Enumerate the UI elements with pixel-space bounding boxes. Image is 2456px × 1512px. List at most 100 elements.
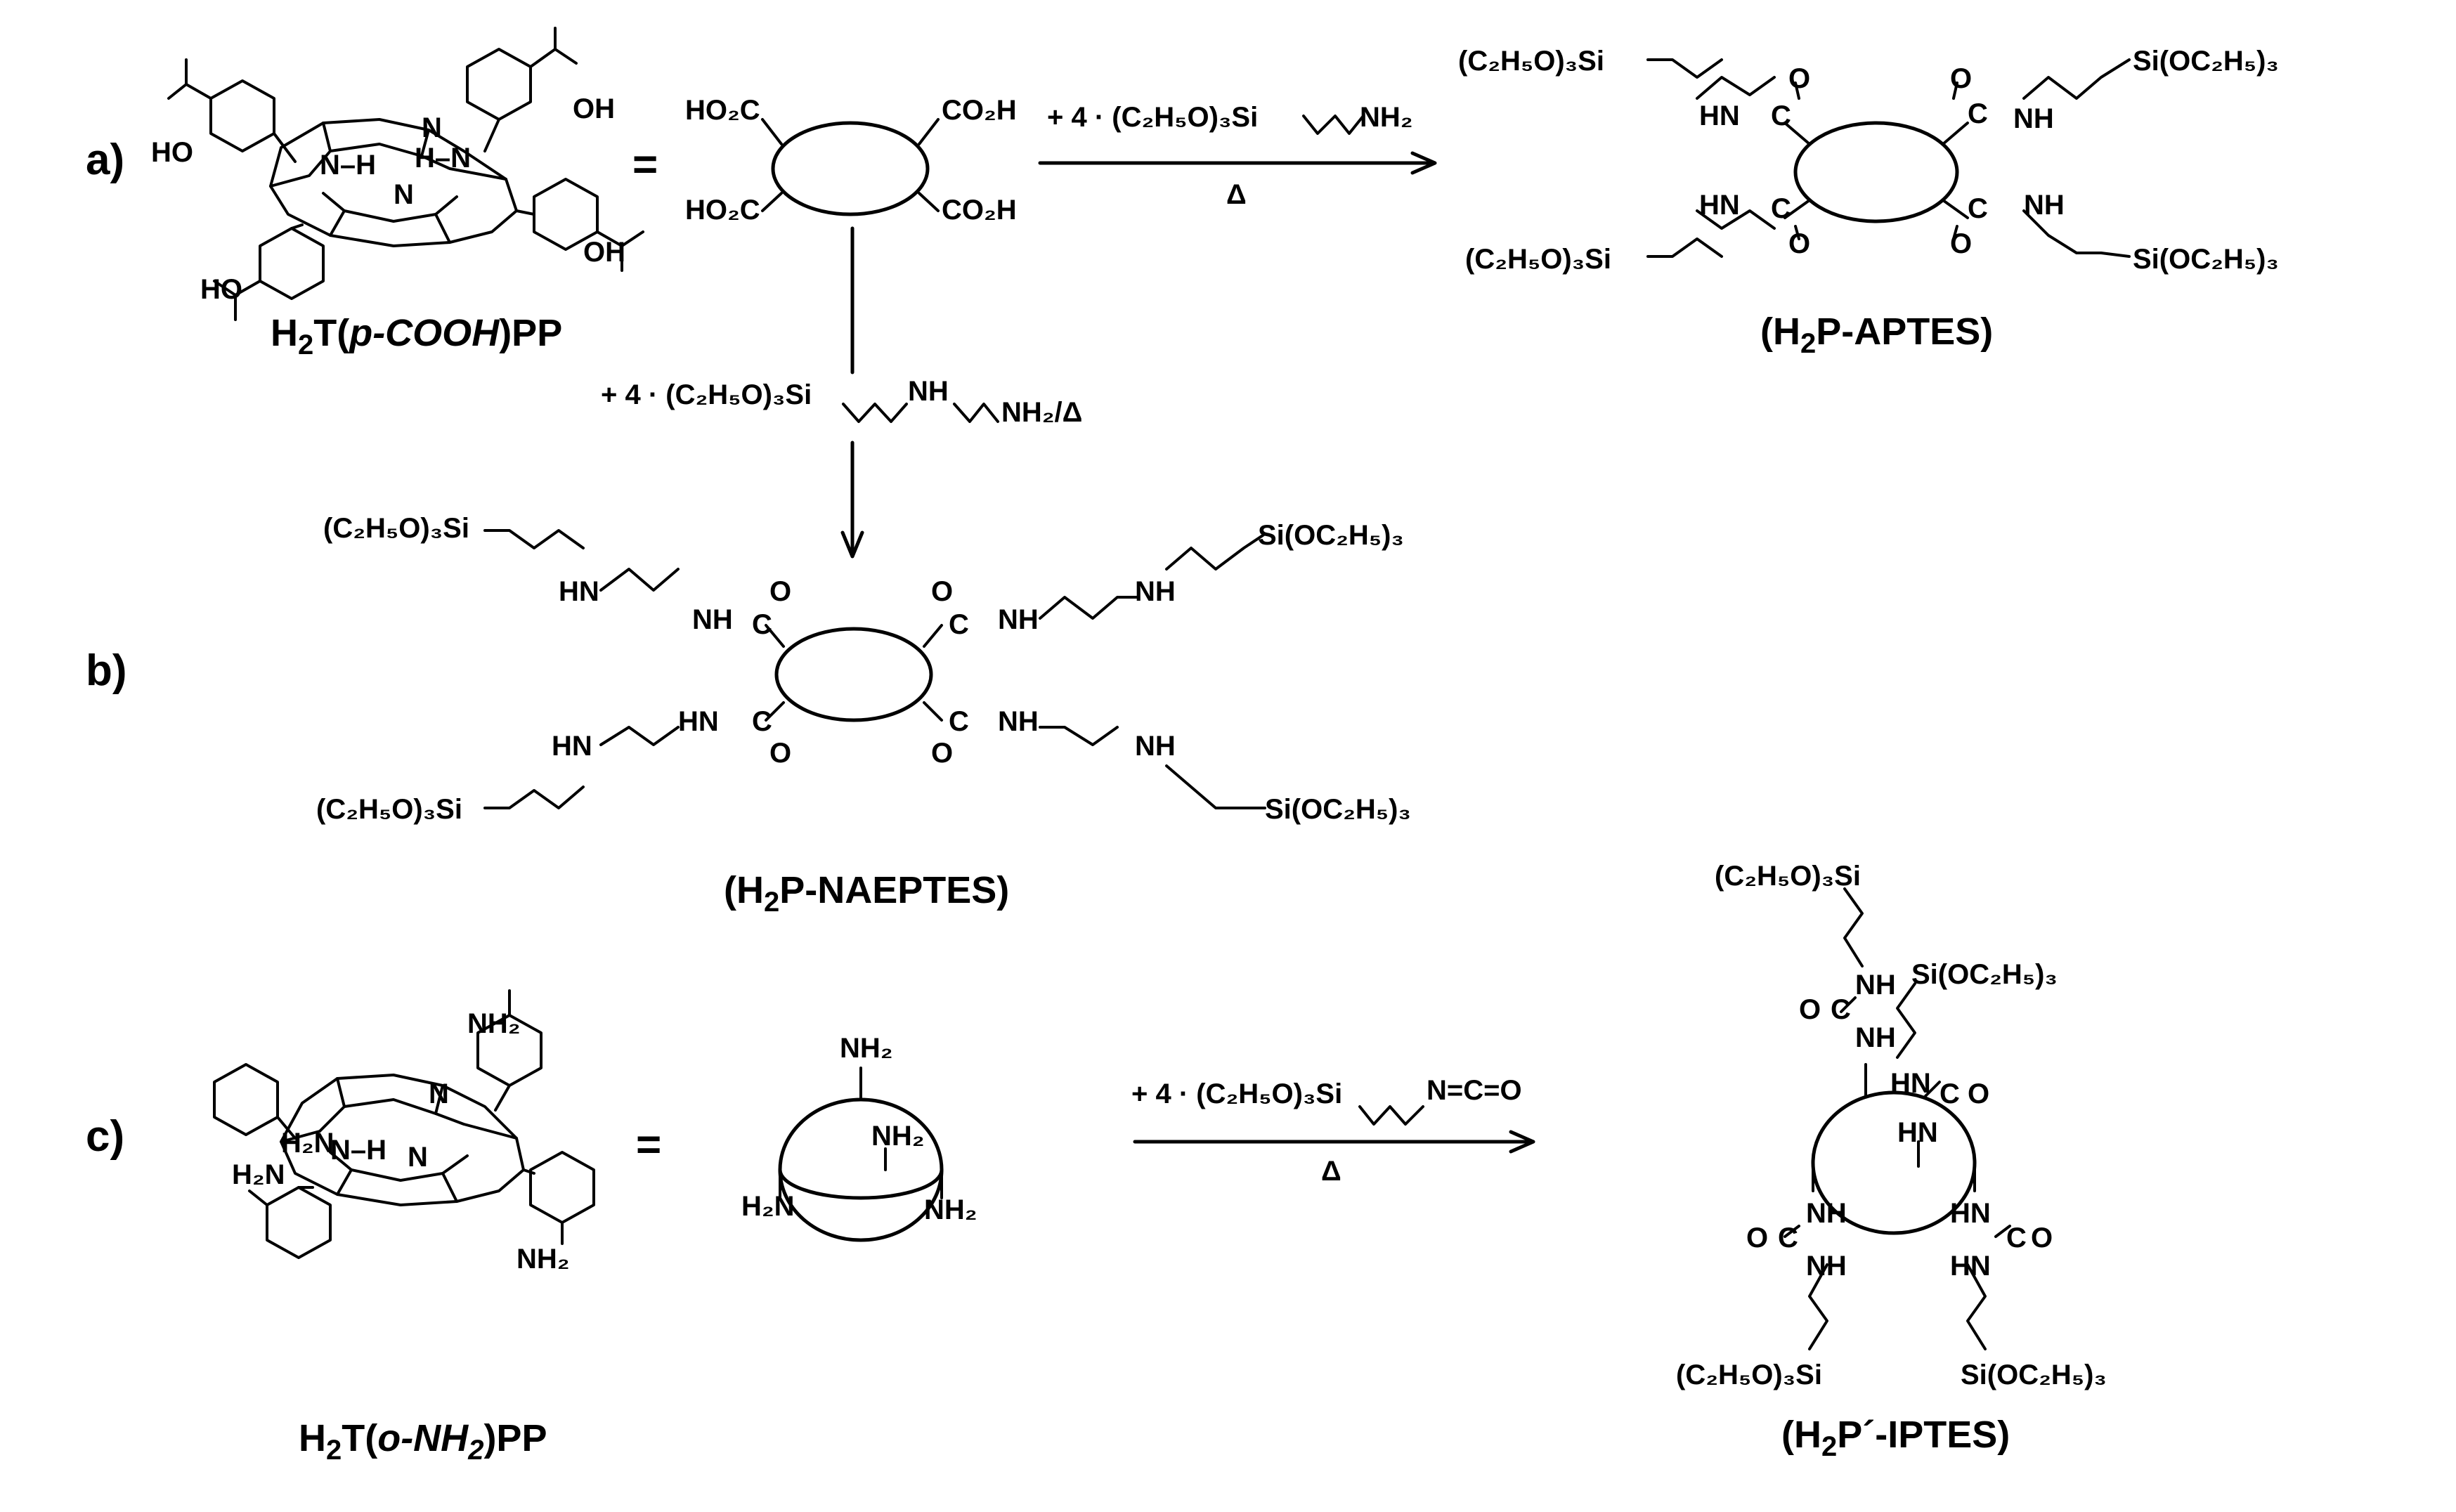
porphyrin-n-label-1: N bbox=[422, 112, 442, 143]
core-h2n-left: H₂N bbox=[741, 1191, 795, 1222]
product-iptes-structure: (C₂H₅O)₃Si Si(OC₂H₅)₃ (C₂H₅O)₃Si Si(OC₂H… bbox=[1676, 861, 2107, 1390]
reaction-arrow-iptes: + 4 · (C₂H₅O)₃Si N=C=O Δ bbox=[1131, 1075, 1535, 1187]
compound-name-p-cooh: H2T(p-COOH)PP bbox=[271, 312, 562, 360]
porphyrin-nh-label: N–H bbox=[320, 150, 376, 181]
core-nh2-top: NH₂ bbox=[840, 1033, 893, 1064]
porphyrin-hn-label: H–N bbox=[415, 143, 471, 174]
iptes-o-5: O bbox=[1746, 1223, 1768, 1253]
equals-sign-a: = bbox=[632, 141, 658, 189]
naeptes-hn-bottom-left-2: HN bbox=[552, 731, 592, 762]
naeptes-nh-bottom-right-1: NH bbox=[998, 706, 1039, 737]
aptes-si-right-bottom: Si(OC₂H₅)₃ bbox=[2133, 244, 2279, 275]
core-nh2-right: NH₂ bbox=[924, 1194, 977, 1225]
aptes-si-left-bottom: (C₂H₅O)₃Si bbox=[1465, 244, 1611, 275]
iptes-c-5: C bbox=[1778, 1223, 1798, 1253]
iptes-c-7: C bbox=[2006, 1223, 2027, 1253]
compound-name-naeptes: (H2P-NAEPTES) bbox=[724, 869, 1009, 918]
compound-name-aptes: (H2P-APTES) bbox=[1760, 311, 1993, 359]
aptes-o-top-left: O bbox=[1788, 63, 1810, 94]
porphyrin-c-nh2-bottom: NH₂ bbox=[516, 1244, 570, 1275]
naeptes-c-bottom-left: C bbox=[752, 706, 772, 737]
porphyrin-oh-label-2: OH bbox=[573, 93, 615, 124]
aptes-si-right-top: Si(OC₂H₅)₃ bbox=[2133, 46, 2279, 77]
iptes-c-3: C bbox=[1940, 1078, 1960, 1109]
reaction-arrow-naeptes: + 4 · (C₂H₅O)₃Si NH NH₂/Δ bbox=[601, 226, 1082, 559]
compound-name-iptes: (H2P´-IPTES) bbox=[1781, 1414, 2010, 1462]
aptes-c-bottom-right: C bbox=[1968, 193, 1988, 224]
naeptes-c-top-left: C bbox=[752, 609, 772, 640]
naeptes-c-top-right: C bbox=[949, 609, 969, 640]
naeptes-hn-top-left-1: HN bbox=[559, 576, 599, 607]
naeptes-hn-bottom-left-1: HN bbox=[678, 706, 719, 737]
iptes-hn-8: HN bbox=[1950, 1251, 1991, 1282]
product-naeptes-structure: (C₂H₅O)₃Si Si(OC₂H₅)₃ (C₂H₅O)₃Si Si(OC₂H… bbox=[316, 513, 1411, 825]
naeptes-o-bottom-left: O bbox=[769, 738, 791, 769]
naeptes-si-right-top: Si(OC₂H₅)₃ bbox=[1258, 520, 1404, 551]
reaction-arrow-aptes: + 4 · (C₂H₅O)₃Si NH₂ Δ bbox=[1038, 102, 1437, 210]
aptes-c-top-left: C bbox=[1771, 100, 1791, 131]
core-ho2c-bottom: HO₂C bbox=[685, 195, 760, 226]
reagent-iptes-nco: N=C=O bbox=[1427, 1075, 1522, 1106]
naeptes-o-top-right: O bbox=[931, 576, 953, 607]
reagent-naeptes-text: + 4 · (C₂H₅O)₃Si bbox=[601, 379, 812, 410]
iptes-si-left-top: (C₂H₅O)₃Si bbox=[1715, 861, 1861, 892]
porphyrin-c-h2n-inner: H₂N bbox=[281, 1128, 334, 1159]
core-ho2c-top: HO₂C bbox=[685, 95, 760, 126]
panel-label-c: c) bbox=[86, 1112, 124, 1161]
tetraamine-core: NH₂ NH₂ H₂N NH₂ bbox=[741, 1033, 977, 1242]
compound-name-o-nh2: H2T(o-NH2)PP bbox=[299, 1417, 547, 1466]
reagent-iptes-text: + 4 · (C₂H₅O)₃Si bbox=[1131, 1078, 1342, 1109]
aptes-o-bottom-right: O bbox=[1950, 228, 1972, 259]
porphyrin-p-cooh-structure: HO OH OH HO N–H H–N N N bbox=[151, 27, 644, 321]
equals-sign-c: = bbox=[636, 1121, 661, 1169]
iptes-hn-3: HN bbox=[1890, 1068, 1931, 1099]
aptes-nh-bottom-right: NH bbox=[2024, 190, 2065, 221]
aptes-hn-top-left: HN bbox=[1699, 100, 1740, 131]
porphyrin-c-nh-inner: N–H bbox=[330, 1135, 386, 1166]
naeptes-o-bottom-right: O bbox=[931, 738, 953, 769]
iptes-nh-1: NH bbox=[1855, 970, 1896, 1001]
porphyrin-oh-label-3: OH bbox=[583, 237, 625, 268]
naeptes-si-right-bottom: Si(OC₂H₅)₃ bbox=[1265, 794, 1411, 825]
aptes-o-top-right: O bbox=[1950, 63, 1972, 94]
aptes-c-top-right: C bbox=[1968, 98, 1988, 129]
iptes-si-right-top: Si(OC₂H₅)₃ bbox=[1911, 959, 2058, 990]
tetracarboxylic-core: HO₂C CO₂H HO₂C CO₂H bbox=[685, 95, 1017, 226]
iptes-o-3: O bbox=[1968, 1078, 1989, 1109]
aptes-nh-top-right: NH bbox=[2013, 103, 2054, 134]
reagent-aptes-delta: Δ bbox=[1226, 179, 1247, 210]
panel-label-b: b) bbox=[86, 646, 127, 695]
iptes-nh-2: NH bbox=[1855, 1022, 1896, 1053]
iptes-o-7: O bbox=[2031, 1223, 2053, 1253]
naeptes-nh-top-right-2: NH bbox=[1135, 576, 1176, 607]
porphyrin-c-nh2-top: NH₂ bbox=[467, 1008, 521, 1039]
iptes-hn-7: HN bbox=[1950, 1198, 1991, 1229]
reagent-naeptes-nh2: NH₂/Δ bbox=[1001, 397, 1082, 428]
core-co2h-bottom: CO₂H bbox=[942, 195, 1017, 226]
core-nh2-middle: NH₂ bbox=[871, 1121, 925, 1152]
porphyrin-o-nh2-structure: NH₂ H₂N NH₂ H₂N N–H N N bbox=[213, 989, 595, 1275]
naeptes-si-left-top: (C₂H₅O)₃Si bbox=[323, 513, 469, 544]
aptes-si-left-top: (C₂H₅O)₃Si bbox=[1458, 46, 1604, 77]
porphyrin-c-h2n-left: H₂N bbox=[232, 1159, 285, 1190]
porphyrin-c-n-label-1: N bbox=[429, 1078, 449, 1109]
naeptes-nh-top-right-1: NH bbox=[998, 604, 1039, 635]
aptes-hn-bottom-left: HN bbox=[1699, 190, 1740, 221]
porphyrin-n-label-2: N bbox=[394, 179, 414, 210]
naeptes-hn-top-left-2: NH bbox=[692, 604, 733, 635]
reagent-aptes-nh2: NH₂ bbox=[1360, 102, 1413, 133]
aptes-c-bottom-left: C bbox=[1771, 193, 1791, 224]
panel-label-a: a) bbox=[86, 136, 124, 184]
product-aptes-structure: (C₂H₅O)₃Si Si(OC₂H₅)₃ (C₂H₅O)₃Si Si(OC₂H… bbox=[1458, 46, 2279, 275]
porphyrin-ho-label-4: HO bbox=[200, 274, 242, 305]
reagent-naeptes-nh: NH bbox=[908, 376, 949, 407]
iptes-o-1: O bbox=[1799, 994, 1821, 1025]
iptes-nh-6: NH bbox=[1806, 1251, 1847, 1282]
iptes-si-right-bottom: Si(OC₂H₅)₃ bbox=[1961, 1360, 2107, 1390]
naeptes-c-bottom-right: C bbox=[949, 706, 969, 737]
naeptes-si-left-bottom: (C₂H₅O)₃Si bbox=[316, 794, 462, 825]
iptes-c-1: C bbox=[1831, 994, 1851, 1025]
porphyrin-c-n-label-2: N bbox=[408, 1142, 428, 1173]
reagent-aptes-text: + 4 · (C₂H₅O)₃Si bbox=[1047, 102, 1258, 133]
